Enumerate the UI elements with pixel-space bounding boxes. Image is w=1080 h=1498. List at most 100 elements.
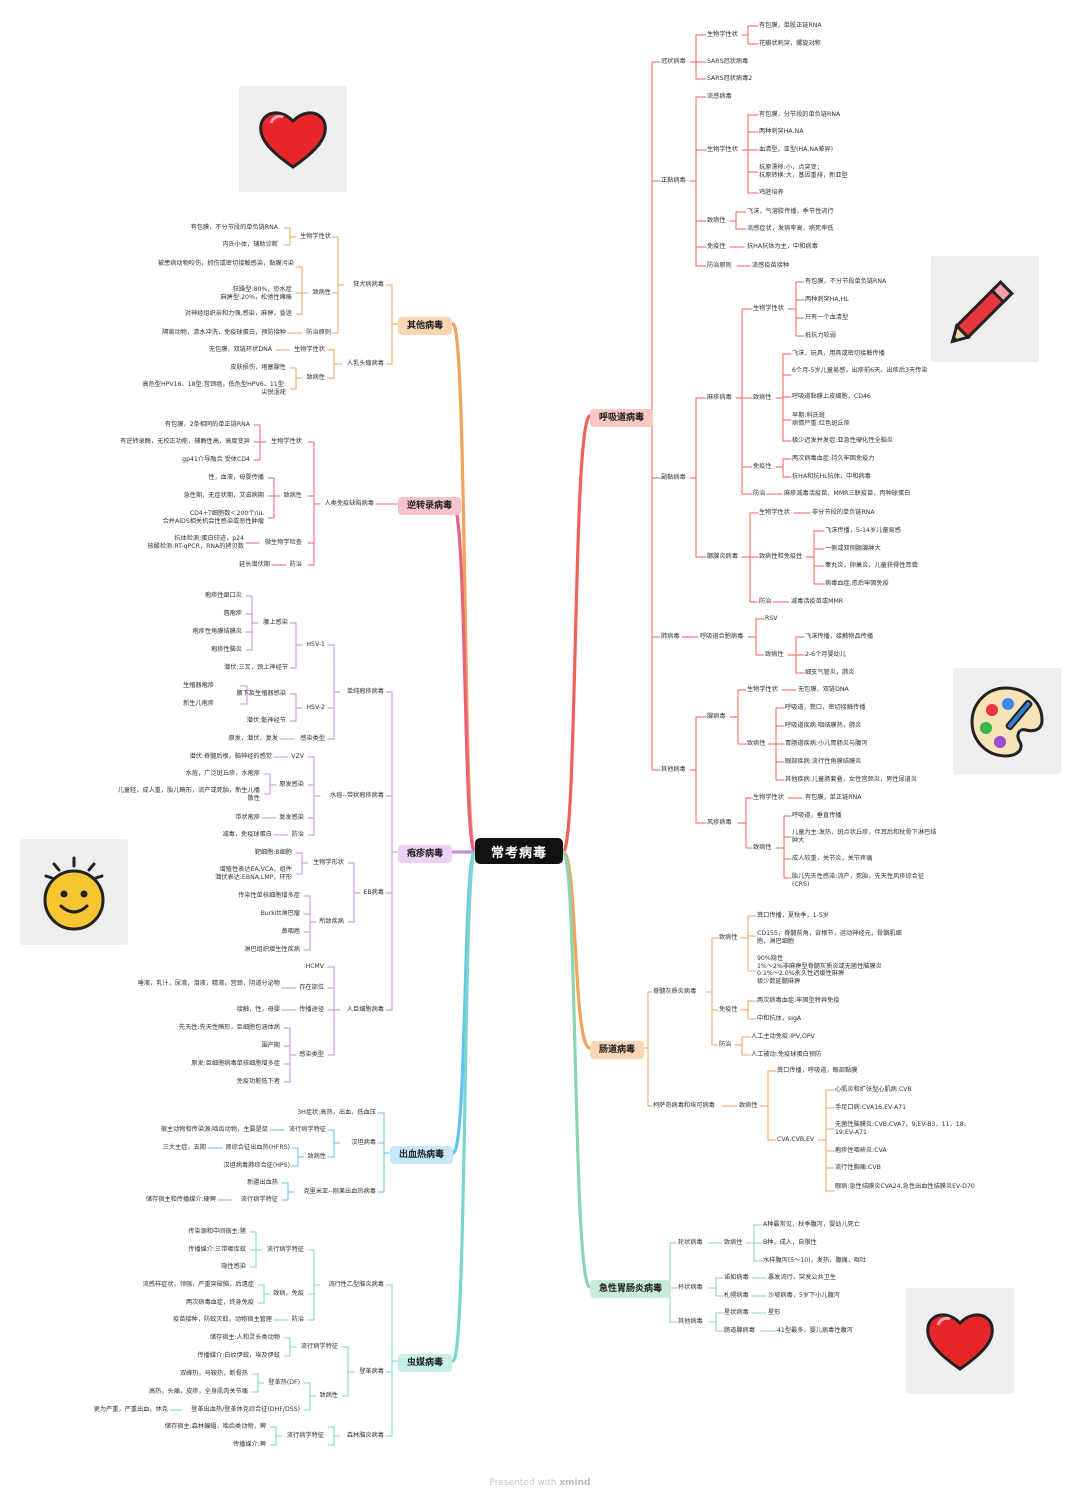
topic-herpes-edis[interactable]: 所致疾病 [319,918,344,925]
topic-retro-b2[interactable]: 有逆转录酶，无校正功能，辅酶性高，高度变异 [120,438,250,445]
topic-herpes-croute[interactable]: 传播途径 [299,1006,324,1013]
topic-gastro-r2[interactable]: B种，成人，自限性 [763,1239,817,1246]
topic-gastro-rpath[interactable]: 致病性 [724,1239,743,1246]
topic-ortho-b3[interactable]: 血清型，亚型(HA,NA差异) [759,146,834,153]
topic-ortho-prev1[interactable]: 流感疫苗接种 [752,262,790,269]
topic-hemorrhagic-hanta[interactable]: 汉坦病毒 [351,1139,376,1146]
topic-enteric-cpath[interactable]: 致病性 [739,1102,758,1109]
topic-para-path[interactable]: 致病性 [753,394,772,401]
topic-retro-p3[interactable]: CD4+T细胞数＜200个/uL 合并AIDS相关机会性感染或恶性肿瘤 [162,510,264,525]
topic-other-prev[interactable]: 防治原则 [306,329,331,336]
topic-enteric-cva[interactable]: CVA,CVB,EV [777,1136,815,1143]
topic-retro-bio[interactable]: 生物学性状 [271,438,302,445]
topic-herpes-cmv_group[interactable]: 人巨细胞病毒 [346,1006,384,1013]
topic-para-p4[interactable]: 早期:科氏斑 病情严重:红色斑丘疹 [792,412,850,427]
topic-enteric-p1[interactable]: 粪口传播，夏秋季，1-5岁 [757,912,829,919]
topic-para-mbio[interactable]: 生物学性状 [759,509,790,516]
topic-enteric-p3[interactable]: 90%隐性 1%～2%非麻痹型脊髓灰质炎或无菌性脑膜炎 0.1%～2.0%永久性… [757,955,882,985]
topic-ortho-imm1[interactable]: 抗HA抗体为主，中和病毒 [747,243,818,250]
topic-herpes-h1d[interactable]: 疱疹性脑炎 [211,646,242,653]
topic-para-m4[interactable]: 病毒血症,愈后牢固免疫 [825,580,889,587]
topic-other-prev1[interactable]: 隔离动物，清水冲洗，免疫球蛋白，预防接种 [162,329,286,336]
topic-corona-sars2[interactable]: SARS冠状病毒2 [707,75,753,82]
topic-other-r4[interactable]: 胎儿先天性感染:流产，死胎，先天性风疹综合征(CRS) [792,873,925,888]
topic-retro-b1[interactable]: 有包膜，2条相同的单正链RNA [164,421,250,428]
topic-other-h2[interactable]: 高危型HPV16、18型:宫颈癌，低危型HPV6、11型:尖锐湿疣 [142,381,286,396]
topic-para-imm1[interactable]: 两次病毒血症:持久牢固免疫力 [792,455,875,462]
topic-other-hbio[interactable]: 生物学性状 [294,346,325,353]
branch-retro[interactable]: 逆转录病毒 [398,497,462,515]
topic-retro-lab1[interactable]: 抗体检测:蛋白印迹，p24 核酸检测:RT-qPCR，RNA的拷贝数 [147,535,244,550]
topic-arbo-e1[interactable]: 传染源和中间宿主:猪 [188,1228,246,1235]
topic-para-p1[interactable]: 飞沫，玩具，用具或密切接触传播 [792,350,885,357]
topic-corona-bio2[interactable]: 花瓣状刺突，螺旋对称 [759,40,821,47]
topic-corona-label[interactable]: 冠状病毒 [661,58,686,65]
topic-herpes-ctype[interactable]: 感染类型 [299,1051,324,1058]
topic-retro-prev1[interactable]: 延长潜伏期 [239,561,270,568]
branch-hemorrhagic[interactable]: 出血热病毒 [390,1146,454,1164]
topic-hemorrhagic-epi[interactable]: 流行病学特征 [288,1126,326,1133]
topic-para-imm2[interactable]: 抗HA和抗HL抗体，中和病毒 [792,473,871,480]
topic-other-a4[interactable]: 眼部疾病:流行性角膜结膜炎 [785,758,862,765]
topic-gastro-r3[interactable]: 水样腹泻(5～10)，发热，腹痛，呕吐 [763,1257,867,1264]
topic-arbo-fe2[interactable]: 传播媒介:蜱 [232,1441,266,1448]
topic-corona-bio[interactable]: 生物学性状 [707,31,738,38]
topic-corona-bio1[interactable]: 有包膜，单股正链RNA [759,22,822,29]
topic-arbo-depi[interactable]: 流行病学特征 [300,1343,338,1350]
topic-hemorrhagic-epi1[interactable]: 宿主动物和传染源:啮齿动物，主要是鼠 [160,1126,268,1133]
topic-para-m3[interactable]: 睾丸炎，卵巢炎，儿童获得性耳聋 [825,562,918,569]
topic-para-p3[interactable]: 呼吸道黏膜上皮细胞，CD46 [792,393,871,400]
topic-enteric-path[interactable]: 致病性 [719,934,738,941]
topic-herpes-htype[interactable]: 感染类型 [300,735,325,742]
topic-arbo-prev[interactable]: 防治 [291,1316,304,1323]
topic-hemorrhagic-cc[interactable]: 克里米亚--刚果出血热病毒 [303,1188,376,1195]
topic-herpes-ebio1[interactable]: 靶细胞:B细胞 [254,849,292,856]
topic-gastro-rota[interactable]: 轮状病毒 [678,1239,703,1246]
topic-para-label[interactable]: 副黏病毒 [661,474,686,481]
topic-arbo-e2[interactable]: 传播媒介:三带喙库蚊 [188,1246,246,1253]
topic-enteric-c3[interactable]: 手足口病:CVA16,EV-A71 [835,1104,907,1111]
topic-corona-sars[interactable]: SARS冠状病毒 [707,58,749,65]
topic-other-p1[interactable]: 被患病动物咬伤，抓伤或密切接触感染，黏膜污染 [157,260,294,267]
topic-para-rsv_virus[interactable]: 呼吸道合胞病毒 [700,633,744,640]
topic-other-abio[interactable]: 生物学性状 [747,686,778,693]
topic-herpes-htype1[interactable]: 原发，潜伏，复发 [228,735,279,742]
topic-ortho-bio[interactable]: 生物学性状 [707,146,738,153]
topic-other-r2[interactable]: 儿童为主:发热，斑点状丘疹，伴耳后和枕骨下淋巴结肿大 [792,829,937,844]
topic-enteric-prev1[interactable]: 人工主动免疫:IPV,OPV [751,1033,815,1040]
topic-arbo-d2[interactable]: 传播媒介:白纹伊蚊，埃及伊蚊 [197,1352,280,1359]
topic-herpes-cloc1[interactable]: 唾液，乳汁，尿液，泪液，精液，宫颈，阴道分泌物 [137,980,280,987]
topic-enteric-c7[interactable]: 眼病:急性结膜炎CVA24,急性出血性结膜炎EV-D70 [835,1183,975,1190]
topic-arbo-d1[interactable]: 储存宿主:人和灵长类动物 [209,1334,280,1341]
topic-para-b4[interactable]: 抵抗力较弱 [805,332,836,339]
topic-herpes-vprev[interactable]: 防治 [291,831,304,838]
branch-enteric[interactable]: 肠道病毒 [590,1041,645,1059]
topic-arbo-dhf1[interactable]: 登革出血热/登革休克综合征(DHF/DSS) [191,1406,300,1413]
branch-herpes[interactable]: 疱疹病毒 [398,845,453,863]
topic-herpes-h2c[interactable]: 潜伏:骶神经节 [246,717,286,724]
topic-para-rpath[interactable]: 致病性 [765,651,784,658]
topic-ortho-b4[interactable]: 抗原漂移:小，点突变； 抗原转换:大，基因重排，新亚型 [759,164,848,179]
topic-other-hpv[interactable]: 人乳头瘤病毒 [346,360,384,367]
topic-ortho-p1[interactable]: 飞沫，气溶胶传播，季节性流行 [747,208,834,215]
topic-ortho-prev[interactable]: 防治原则 [707,262,732,269]
topic-other-h1[interactable]: 皮肤损伤，堵塞腺性 [230,364,286,371]
topic-hemorrhagic-cc2d[interactable]: 储存宿主和传播媒介:硬蜱 [145,1196,216,1203]
topic-herpes-ebv_group[interactable]: EB病毒 [363,889,384,896]
topic-herpes-h2a[interactable]: 生殖器疱疹 [183,682,214,689]
topic-para-measles[interactable]: 麻疹病毒 [707,394,732,401]
topic-arbo-path[interactable]: 致病，免疫 [273,1290,304,1297]
topic-other-r3[interactable]: 成人较重，关节炎，关节疼痛 [792,855,873,862]
topic-hemorrhagic-cc1[interactable]: 新疆出血热 [247,1179,278,1186]
root-topic[interactable]: 常考病毒 [475,838,563,864]
topic-retro-lab[interactable]: 微生物学检查 [264,539,302,546]
topic-arbo-prev1[interactable]: 疫苗接种，防蚊灭蚊，动物宿主管理 [173,1316,272,1323]
topic-other-a3[interactable]: 胃肠道疾病:小儿胃肠炎与腹泻 [785,740,868,747]
topic-arbo-df2[interactable]: 高热，头痛，皮疹，全身肌肉关节痛 [149,1388,248,1395]
topic-herpes-hsv1[interactable]: HSV-1 [306,641,325,648]
topic-other-rbio[interactable]: 生物学性状 [753,794,784,801]
topic-herpes-h1b[interactable]: 唇疱疹 [223,610,242,617]
topic-enteric-prev[interactable]: 防治 [719,1041,732,1048]
topic-para-r1[interactable]: 飞沫传播，接触物品传播 [805,633,874,640]
topic-herpes-hcmv[interactable]: HCMV [305,963,324,970]
